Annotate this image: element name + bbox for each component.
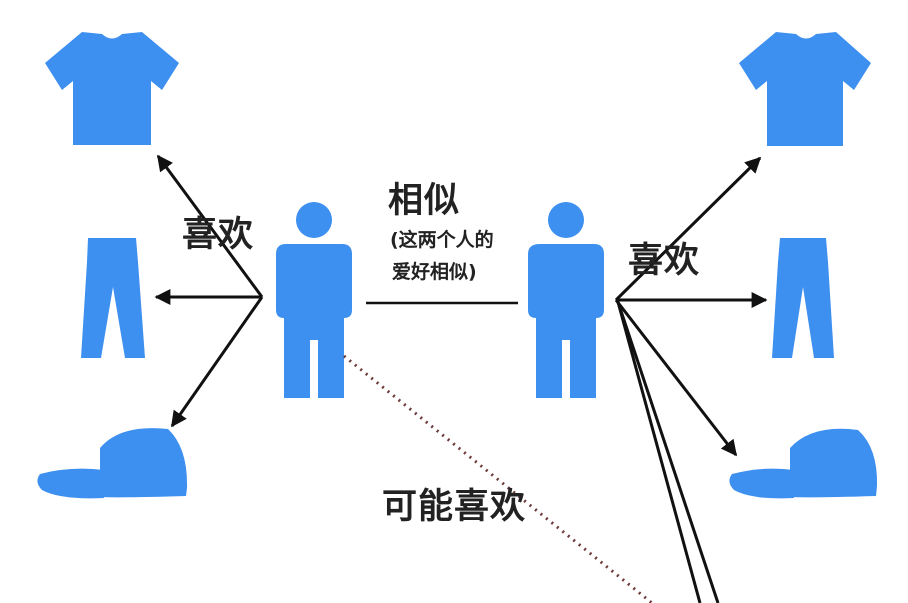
left-arrow-to-tshirt [156,154,264,298]
likes-left-label: 喜欢 [182,215,255,255]
right-pants-icon [772,238,834,358]
left-pants-icon [81,238,145,358]
left-arrow-to-cap [170,296,264,428]
left-cap-icon [37,428,188,499]
similar-note-line2: 爱好相似) [392,261,477,283]
left-tshirt-icon [45,32,179,145]
right-line-down-1 [616,301,720,603]
right-arrow-to-tshirt [614,156,762,302]
likes-right-label: 喜欢 [628,241,701,281]
right-line-down-2 [616,301,702,603]
right-tshirt-icon [739,32,871,146]
right-arrow-to-cap [614,299,738,457]
may-like-label: 可能喜欢 [382,487,527,527]
right-person-icon [528,202,604,398]
similar-note-line1: (这两个人的 [390,229,494,251]
similar-label: 相似 [388,181,461,221]
right-cap-icon [729,428,878,499]
left-person-icon [276,202,352,398]
may-like-dotted-line [343,354,653,603]
